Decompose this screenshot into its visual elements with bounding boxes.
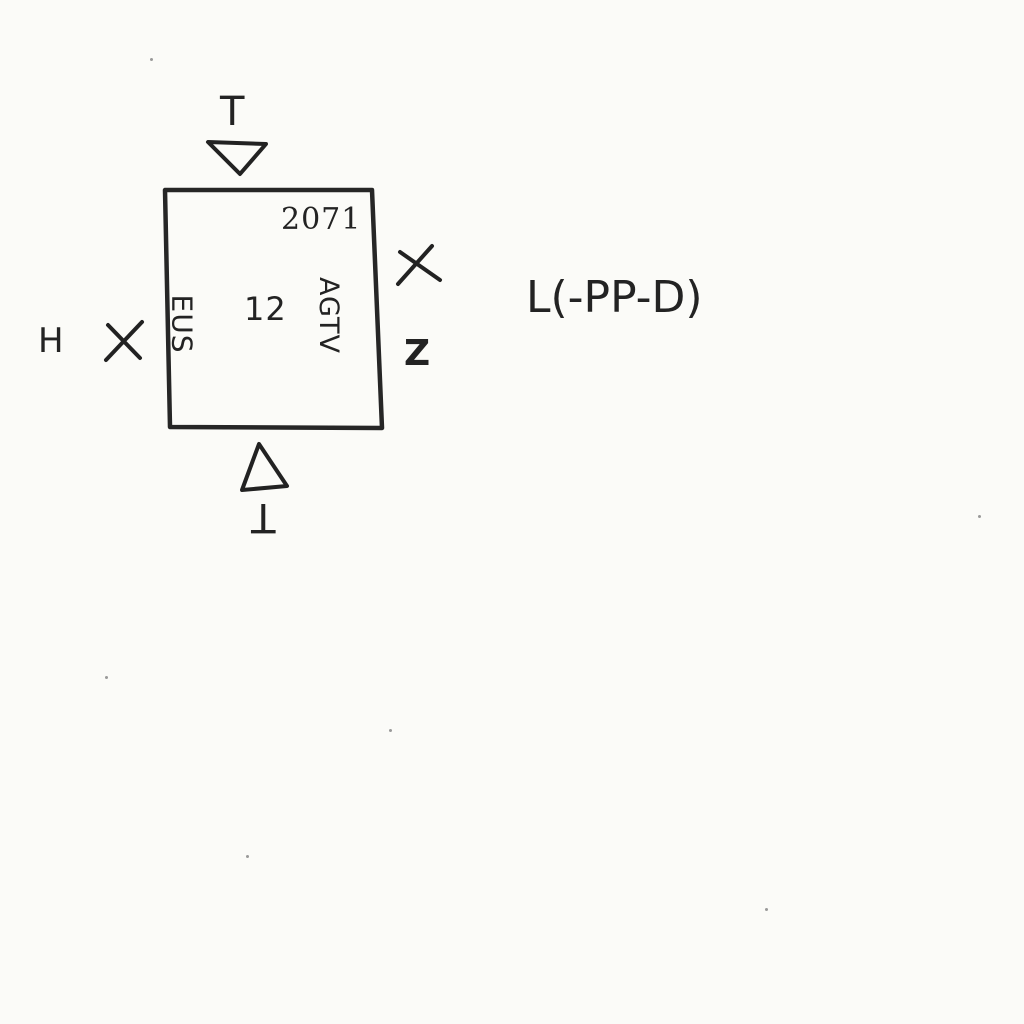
bottom-up-triangle-icon xyxy=(240,442,289,492)
right-marker-label: Z xyxy=(404,333,432,374)
top-marker-label: T xyxy=(220,89,246,135)
paper-speck xyxy=(150,58,153,61)
right-x-icon xyxy=(396,244,442,286)
paper-speck xyxy=(978,515,981,518)
box-corner-label: 2071 xyxy=(281,202,362,237)
paper-speck xyxy=(105,676,108,679)
box-right-inner-label: AGTV xyxy=(312,277,344,354)
paper-speck xyxy=(389,729,392,732)
side-note-label: L(-PP-D) xyxy=(526,272,703,323)
left-x-icon xyxy=(104,320,144,362)
paper-speck xyxy=(246,855,249,858)
box-center-label: 12 xyxy=(244,290,287,328)
main-box xyxy=(162,187,385,431)
paper-speck xyxy=(765,908,768,911)
left-marker-label: H xyxy=(38,321,65,361)
top-down-triangle-icon xyxy=(206,140,268,176)
box-left-inner-label: EUS xyxy=(165,294,199,354)
bottom-marker-label: T xyxy=(250,494,276,540)
